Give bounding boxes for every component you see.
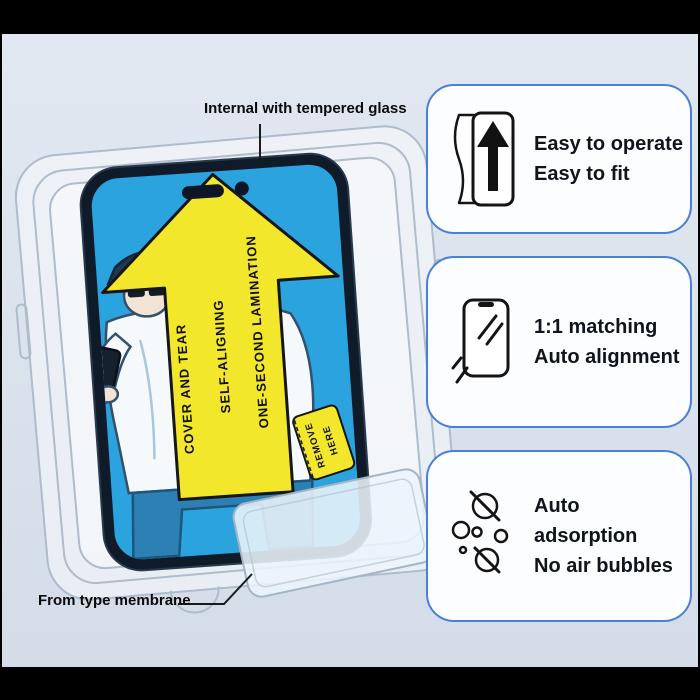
tray-tab-left <box>15 303 32 360</box>
tempered-glass-peel-arrow-icon <box>453 111 515 207</box>
phone-screen-shine-icon <box>451 298 510 384</box>
camera-circle-cutout <box>234 181 249 196</box>
phone: COVER AND TEAR SELF-ALIGNING ONE-SECOND … <box>79 152 373 572</box>
up-arrow-glyph <box>477 121 509 191</box>
feature-card-list: Easy to operate Easy to fit 1 <box>426 84 692 622</box>
feature-card-no-bubbles: Auto adsorption No air bubbles <box>426 450 692 622</box>
camera-pill-cutout <box>181 184 224 200</box>
callout-membrane: From type membrane <box>38 592 191 609</box>
icon-wrap <box>440 490 528 582</box>
feature-line: No air bubbles <box>534 555 673 577</box>
icon-wrap <box>440 294 528 390</box>
finger-notch <box>169 586 220 614</box>
feature-line: Easy to operate <box>534 133 683 155</box>
callout-tempered-glass: Internal with tempered glass <box>204 100 407 117</box>
feature-text: Auto adsorption No air bubbles <box>534 491 684 581</box>
installation-tray-illustration: COVER AND TEAR SELF-ALIGNING ONE-SECOND … <box>14 124 460 614</box>
no-air-bubbles-icon <box>451 490 509 574</box>
letterbox-bottom <box>0 667 700 700</box>
feature-card-easy-operate: Easy to operate Easy to fit <box>426 84 692 234</box>
remove-here-tab: REMOVE HERE <box>292 404 356 481</box>
feature-line: Auto adsorption <box>534 495 638 547</box>
feature-line: 1:1 matching <box>534 316 658 338</box>
feature-text: Easy to operate Easy to fit <box>534 129 683 189</box>
feature-line: Auto alignment <box>534 346 680 368</box>
feature-line: Easy to fit <box>534 163 630 185</box>
photo-area: COVER AND TEAR SELF-ALIGNING ONE-SECOND … <box>2 34 698 667</box>
callout-line-bottom <box>178 573 253 605</box>
feature-text: 1:1 matching Auto alignment <box>534 312 680 372</box>
icon-wrap <box>440 107 528 211</box>
pull-arrow <box>101 173 340 502</box>
letterbox-top <box>0 0 700 34</box>
feature-card-matching: 1:1 matching Auto alignment <box>426 256 692 428</box>
